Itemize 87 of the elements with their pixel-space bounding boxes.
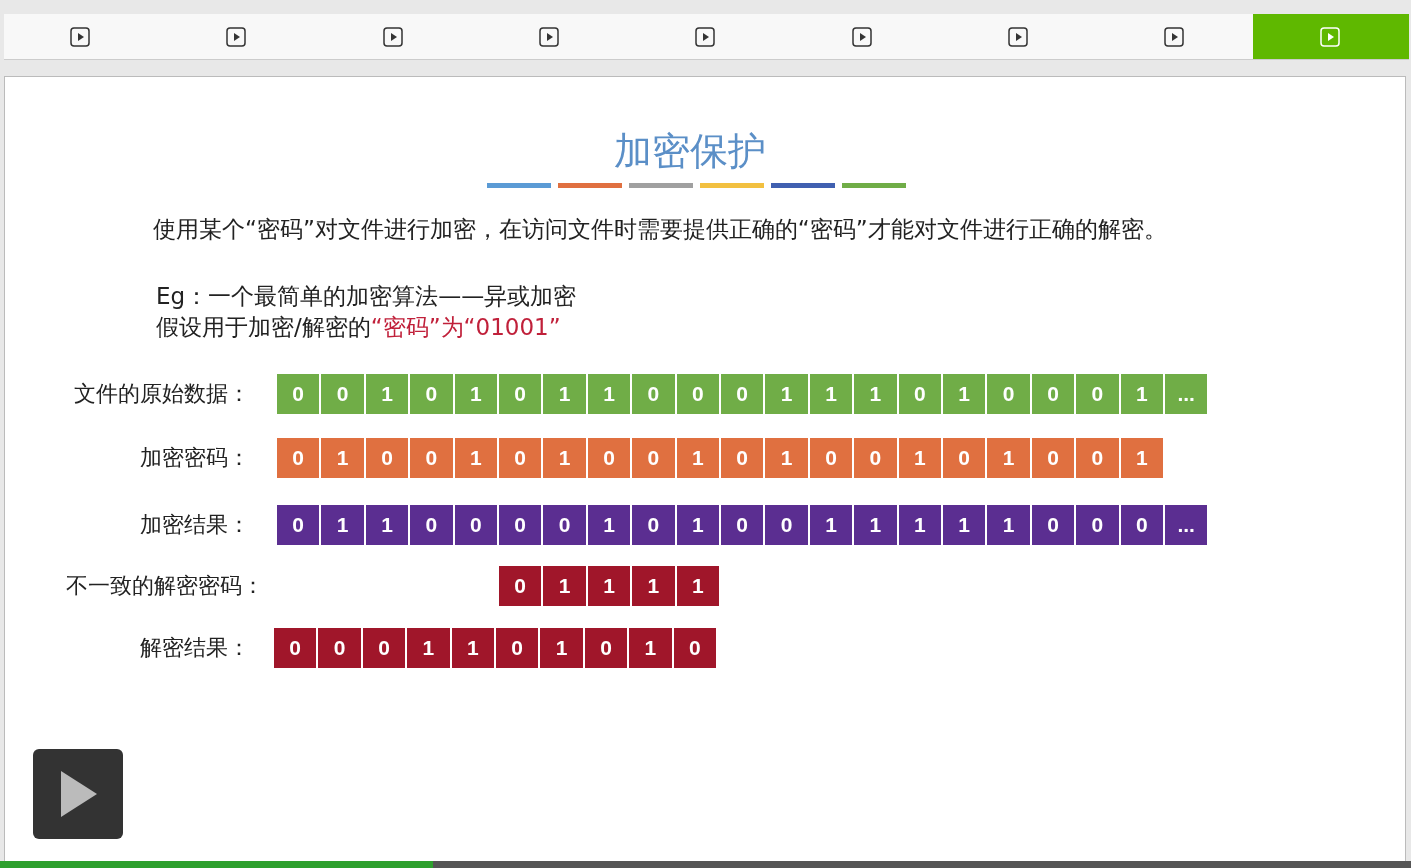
bit-cell: 0 <box>898 374 943 414</box>
bit-cell: 1 <box>629 628 674 668</box>
bit-cell: 0 <box>365 438 411 478</box>
bit-cell: 1 <box>454 438 499 478</box>
bit-cell: 0 <box>765 505 810 545</box>
bit-cell: 0 <box>499 566 544 606</box>
bit-cell: 1 <box>676 566 721 606</box>
bit-cell: 1 <box>543 566 588 606</box>
bit-cell: 0 <box>584 628 630 668</box>
bit-cell: 0 <box>410 438 455 478</box>
bit-cell: 0 <box>1120 505 1165 545</box>
bit-cell: 0 <box>277 505 322 545</box>
intro-sentence: 使用某个“密码”对文件进行加密，在访问文件时需要提供正确的“密码”才能对文件进行正确的解密。 <box>153 215 1167 244</box>
bit-cell: 1 <box>943 505 988 545</box>
bit-cell: 0 <box>721 505 766 545</box>
bit-cell: 1 <box>943 374 988 414</box>
bit-cell: 0 <box>499 438 544 478</box>
example-text: 假设用于加密/解密的 <box>156 313 371 342</box>
bit-cell: 0 <box>277 438 322 478</box>
example-heading: Eg：一个最简单的加密算法——异或加密 <box>156 282 577 311</box>
bit-cell: 0 <box>454 505 499 545</box>
bit-cell: 0 <box>854 438 899 478</box>
bit-cell: 1 <box>676 505 721 545</box>
bit-cell: 0 <box>809 438 855 478</box>
bit-cell: 1 <box>365 505 411 545</box>
row-label: 解密结果： <box>140 634 250 662</box>
bit-cell: 1 <box>365 374 411 414</box>
bit-cell: 1 <box>587 374 633 414</box>
bit-cell: 0 <box>676 374 721 414</box>
bit-cell: 0 <box>499 505 544 545</box>
bit-cell: 0 <box>362 628 408 668</box>
bit-cell: 0 <box>1031 438 1077 478</box>
bit-cell: ... <box>1165 374 1210 414</box>
bit-cell: 1 <box>676 438 721 478</box>
bit-cell: 1 <box>587 566 633 606</box>
bit-cell: 1 <box>321 438 366 478</box>
row-label: 加密结果： <box>140 511 250 539</box>
key-text: “密码”为“01001” <box>370 313 561 342</box>
bit-cell: 0 <box>943 438 988 478</box>
bit-cell: 0 <box>321 374 366 414</box>
row-label: 不一致的解密密码： <box>66 572 264 600</box>
bit-cell: 0 <box>632 505 677 545</box>
row-label: 文件的原始数据： <box>74 380 250 408</box>
bit-cell: 0 <box>1031 505 1077 545</box>
bit-cell: 1 <box>1120 438 1165 478</box>
bit-cell: 1 <box>765 374 810 414</box>
bit-cell: 1 <box>987 505 1032 545</box>
bit-cell: 1 <box>1120 374 1165 414</box>
bit-cell: 0 <box>632 374 677 414</box>
bit-cell: 0 <box>277 374 322 414</box>
bit-cell: 0 <box>987 374 1032 414</box>
bit-cell: 0 <box>721 438 766 478</box>
bit-cell: 0 <box>587 438 633 478</box>
bit-cell: 1 <box>809 374 855 414</box>
bit-cell: 1 <box>987 438 1032 478</box>
bit-cell: ... <box>1165 505 1210 545</box>
bit-cell: 0 <box>1076 374 1121 414</box>
bit-cell: 0 <box>543 505 588 545</box>
row-label: 加密密码： <box>140 444 250 472</box>
bit-cell: 1 <box>543 438 588 478</box>
bit-cell: 0 <box>1076 438 1121 478</box>
bit-cell: 1 <box>854 374 899 414</box>
bit-cell: 0 <box>1076 505 1121 545</box>
bit-cell: 1 <box>540 628 585 668</box>
bit-cell: 0 <box>632 438 677 478</box>
bit-cell: 1 <box>809 505 855 545</box>
bit-cell: 1 <box>898 438 943 478</box>
bit-cell: 0 <box>721 374 766 414</box>
bit-cell: 1 <box>543 374 588 414</box>
bit-cell: 0 <box>318 628 363 668</box>
bit-cell: 1 <box>587 505 633 545</box>
bit-cell: 1 <box>854 505 899 545</box>
bit-cell: 1 <box>321 505 366 545</box>
bit-cell: 1 <box>451 628 496 668</box>
bit-cell: 0 <box>1031 374 1077 414</box>
bit-cell: 0 <box>499 374 544 414</box>
slide-title: 加密保护 <box>613 128 767 175</box>
bit-cell: 0 <box>496 628 541 668</box>
bit-cell: 0 <box>274 628 319 668</box>
bit-cell: 0 <box>673 628 718 668</box>
bit-cell: 1 <box>898 505 943 545</box>
bit-cell: 1 <box>765 438 810 478</box>
bit-cell: 0 <box>410 374 455 414</box>
bit-cell: 1 <box>632 566 677 606</box>
bit-cell: 0 <box>410 505 455 545</box>
bit-cell: 1 <box>407 628 452 668</box>
bit-cell: 1 <box>454 374 499 414</box>
